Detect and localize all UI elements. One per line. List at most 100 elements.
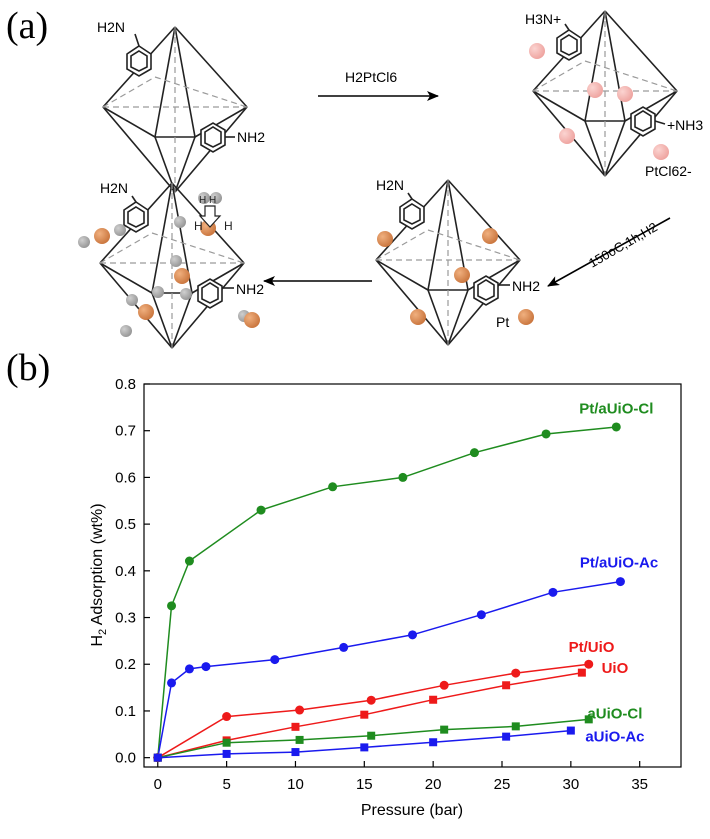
x-tick-label: 20 bbox=[425, 776, 442, 793]
x-axis: 0 5 10 15 20 25 30 35 bbox=[154, 761, 648, 793]
series-group bbox=[153, 422, 625, 763]
data-point bbox=[184, 556, 194, 566]
reaction-scheme: H2N NH2 H2PtCl6 H3N+ +NH3 PtCl62- 150oC,… bbox=[78, 10, 703, 349]
y-tick-label: 0.4 bbox=[115, 563, 136, 580]
y-tick-label: 0.2 bbox=[115, 656, 136, 673]
x-tick-label: 25 bbox=[494, 776, 511, 793]
series-auio-ac bbox=[153, 726, 575, 762]
x-axis-label: Pressure (bar) bbox=[361, 802, 463, 819]
data-point bbox=[398, 472, 408, 482]
data-point bbox=[440, 725, 449, 734]
x-tick-label: 15 bbox=[356, 776, 373, 793]
data-point bbox=[511, 668, 521, 678]
data-point bbox=[222, 712, 232, 722]
panel-a-label: (a) bbox=[6, 5, 49, 47]
data-point bbox=[577, 668, 586, 677]
data-point bbox=[167, 678, 177, 688]
data-point bbox=[222, 749, 231, 758]
amine-label: H2N bbox=[376, 177, 404, 193]
data-point bbox=[291, 748, 300, 757]
data-point bbox=[270, 655, 280, 665]
mof-h2-spillover: H2N NH2 H H H H bbox=[78, 180, 264, 349]
down-arrow-icon bbox=[198, 205, 222, 228]
x-tick-label: 0 bbox=[154, 776, 162, 793]
h-atom-label: H bbox=[194, 219, 203, 233]
series-annotation: aUiO-Ac bbox=[585, 729, 644, 746]
mof-pristine: H2N NH2 bbox=[97, 19, 265, 193]
ammonium-label-right: +NH3 bbox=[667, 117, 703, 133]
data-point bbox=[367, 731, 376, 740]
data-point bbox=[167, 601, 177, 611]
data-point bbox=[511, 722, 520, 731]
data-point bbox=[256, 505, 266, 515]
series-line bbox=[157, 671, 583, 759]
pt-label: Pt bbox=[496, 314, 509, 330]
y-tick-label: 0.7 bbox=[115, 423, 136, 440]
pt-particles bbox=[377, 228, 534, 325]
data-point bbox=[408, 630, 417, 640]
y-tick-label: 0.8 bbox=[115, 376, 136, 393]
series-annotation: UiO bbox=[602, 660, 629, 677]
data-point bbox=[584, 659, 594, 669]
y-tick-label: 0.0 bbox=[115, 750, 136, 767]
data-point bbox=[502, 732, 511, 741]
data-point bbox=[328, 482, 338, 492]
series-annotation: Pt/aUiO-Ac bbox=[580, 554, 658, 571]
mof-pt-salt: H3N+ +NH3 PtCl62- bbox=[525, 10, 703, 179]
data-point bbox=[360, 710, 369, 719]
amine-label-right: NH2 bbox=[237, 129, 265, 145]
data-point bbox=[469, 448, 479, 458]
data-point bbox=[184, 664, 194, 674]
mof-pt-loaded: H2N NH2 Pt bbox=[375, 177, 540, 346]
data-point bbox=[476, 610, 486, 620]
data-point bbox=[295, 705, 305, 715]
data-point bbox=[541, 429, 551, 439]
data-point bbox=[201, 662, 211, 672]
data-point bbox=[366, 695, 376, 705]
amine-label-right: NH2 bbox=[512, 278, 540, 294]
h-atom-label: H bbox=[224, 219, 233, 233]
plot-frame bbox=[143, 383, 682, 768]
y-tick-label: 0.3 bbox=[115, 610, 136, 627]
x-tick-label: 35 bbox=[631, 776, 648, 793]
y-axis-label: H2 Adsorption (wt%) bbox=[89, 503, 109, 646]
x-tick-label: 10 bbox=[287, 776, 304, 793]
series-annotation: Pt/aUiO-Cl bbox=[579, 400, 653, 417]
data-point bbox=[615, 577, 625, 587]
y-axis: 0.00.10.20.30.40.50.60.70.8 bbox=[115, 376, 150, 767]
amine-label-right: NH2 bbox=[236, 281, 264, 297]
x-tick-label: 30 bbox=[563, 776, 580, 793]
panel-b-label: (b) bbox=[6, 347, 51, 389]
data-point bbox=[429, 695, 438, 704]
data-point bbox=[360, 743, 369, 752]
series-line bbox=[157, 580, 621, 758]
amine-label: H2N bbox=[97, 19, 125, 35]
data-point bbox=[548, 587, 558, 597]
data-point bbox=[222, 738, 231, 747]
data-point bbox=[584, 715, 593, 724]
pt-salt-particles bbox=[529, 43, 669, 160]
data-point bbox=[611, 422, 621, 432]
reagent-label: H2PtCl6 bbox=[345, 69, 397, 85]
data-point bbox=[153, 753, 162, 762]
data-point bbox=[339, 642, 349, 652]
y-tick-label: 0.1 bbox=[115, 703, 136, 720]
h2-molecule: H H H H bbox=[194, 192, 233, 233]
x-tick-label: 5 bbox=[222, 776, 230, 793]
counter-ion-label: PtCl62- bbox=[645, 163, 692, 179]
data-point bbox=[502, 681, 511, 690]
data-point bbox=[295, 735, 304, 744]
ammonium-label-left: H3N+ bbox=[525, 11, 561, 27]
reaction-arrow-2 bbox=[547, 217, 671, 287]
series-pt-auio-ac bbox=[153, 577, 625, 763]
y-tick-label: 0.5 bbox=[115, 516, 136, 533]
data-point bbox=[291, 722, 300, 731]
hydrogen-atoms bbox=[78, 216, 250, 337]
data-point bbox=[566, 726, 575, 735]
series-annotation: aUiO-Cl bbox=[587, 705, 642, 722]
series-annotation: Pt/UiO bbox=[569, 639, 615, 656]
series-line bbox=[157, 426, 617, 758]
